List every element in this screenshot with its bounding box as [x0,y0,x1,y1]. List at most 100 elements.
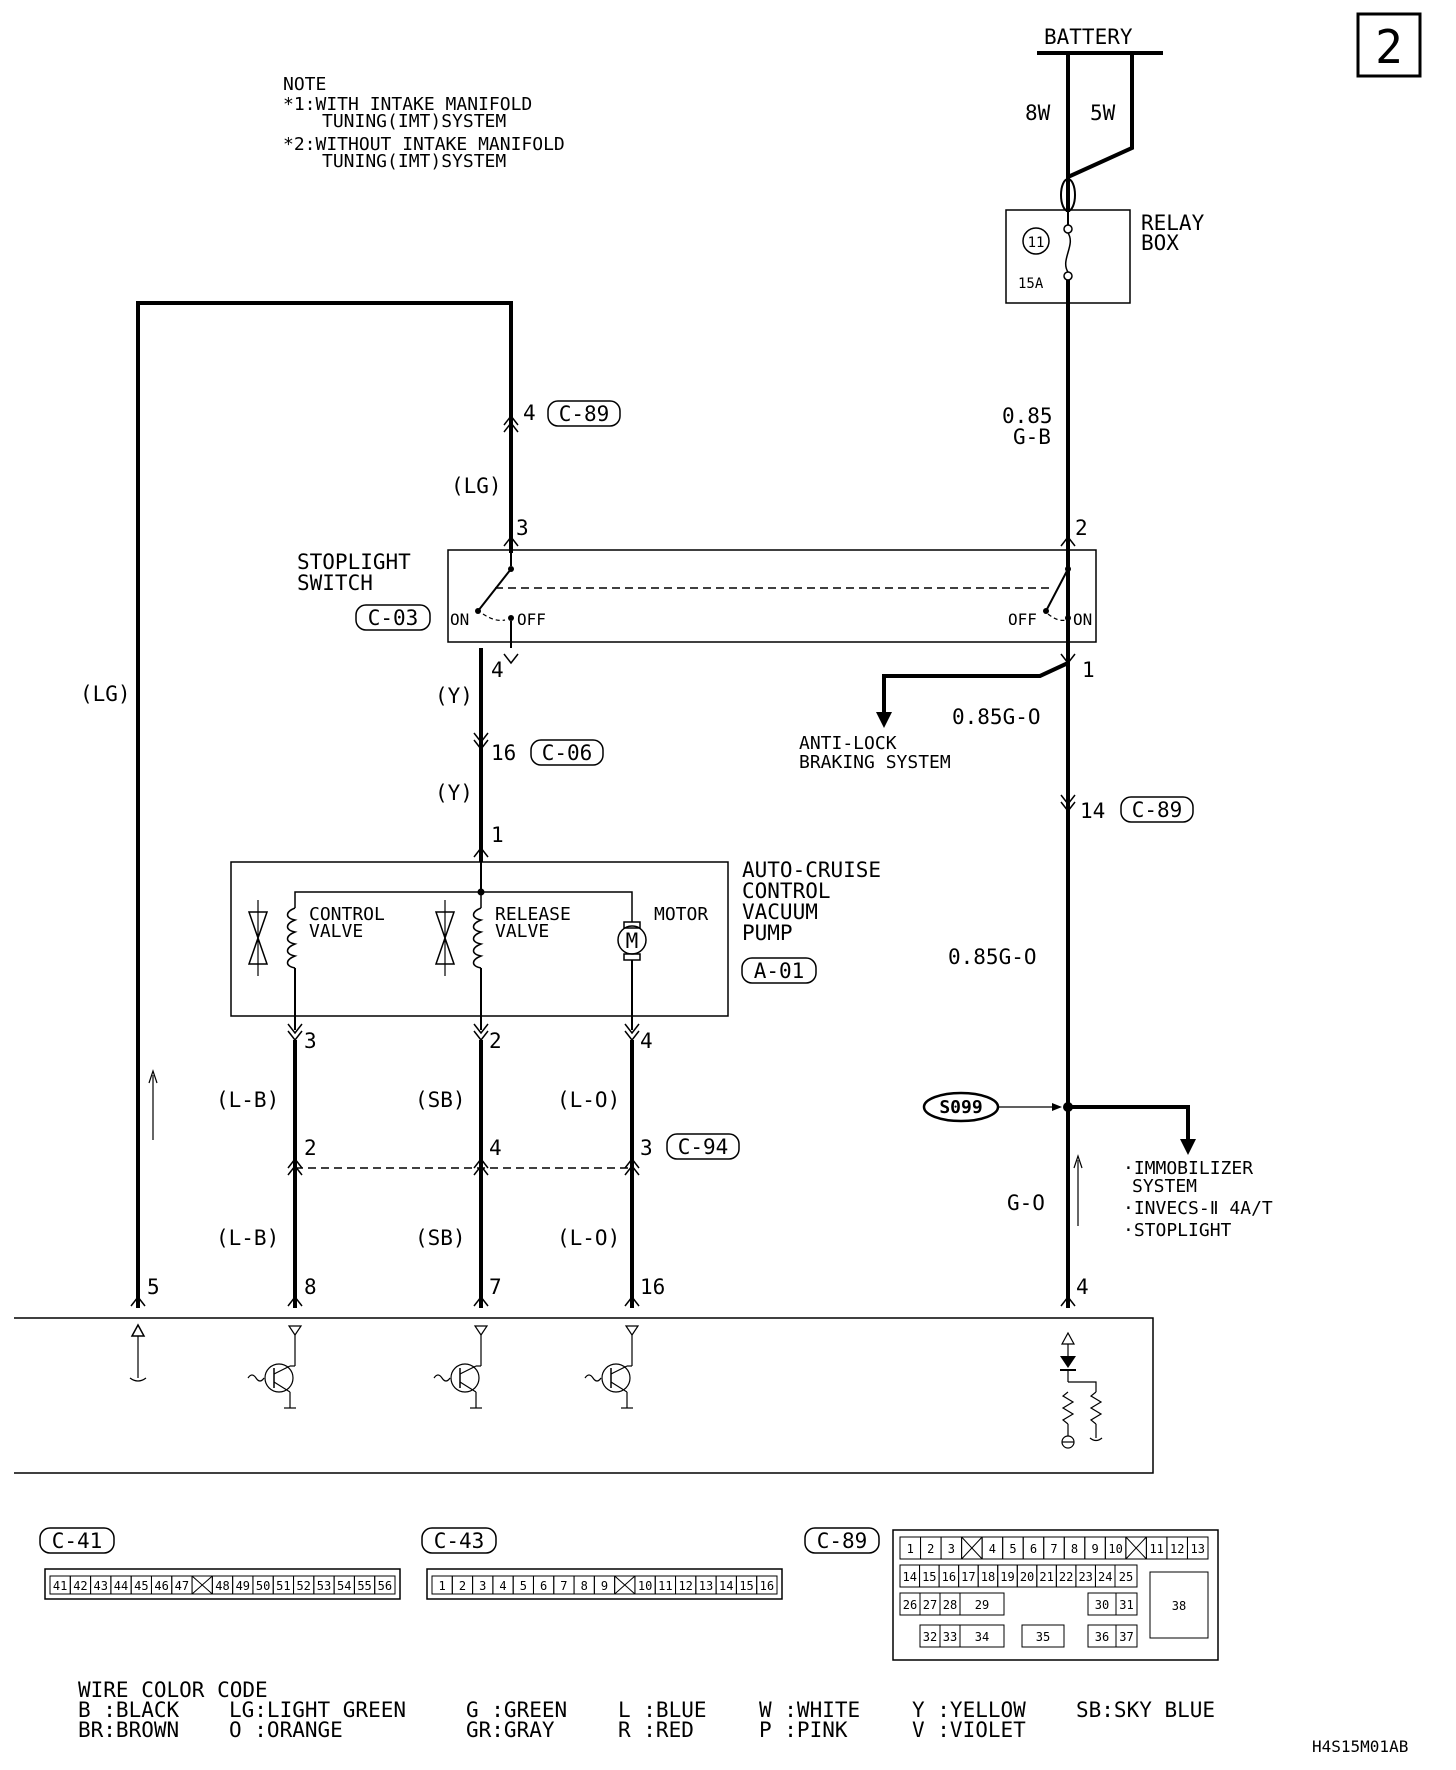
pin-number: 16 [491,741,516,765]
connector-pin-number: 5 [1009,1542,1016,1556]
connector-face-c43 [426,1568,783,1600]
note-line: *1:WITH INTAKE MANIFOLD [283,94,532,115]
connector-pin-number: 13 [1191,1542,1205,1556]
pump-label: CONTROL [742,879,831,903]
connector-pin-number: 29 [975,1598,989,1612]
release-valve-coil [472,907,484,969]
stoplight-switch-box [447,549,1097,643]
pin-number: 14 [1080,799,1105,823]
battery-label: BATTERY [1044,25,1133,49]
transistor-icon [584,1325,640,1409]
connector-pin-cell [959,1592,1005,1616]
connector-id: C-94 [678,1135,729,1159]
wire-color-code: R :RED [618,1718,694,1742]
immobilizer-label: SYSTEM [1132,1176,1197,1197]
connector-badge-c94 [666,1133,740,1160]
auto-cruise-pump-box [230,861,729,1017]
connector-id: C-89 [559,402,610,426]
connector-pin-number: 44 [114,1579,128,1593]
wire-immobilizer-branch [1068,1105,1190,1145]
relay-box-label: BOX [1141,231,1179,255]
wire-color: 0.85G-O [952,705,1041,729]
connector-pin-number: 9 [601,1579,608,1593]
fuse-number: 11 [1028,235,1045,251]
connector-pin-number: 22 [1059,1570,1073,1584]
pin-number: 7 [489,1275,502,1299]
wire-color-code: Y :YELLOW [912,1698,1026,1722]
pin-number: 2 [1075,516,1088,540]
connector-pin-cell [374,1575,396,1595]
pin-number: 3 [640,1136,653,1160]
page-number-box [1356,12,1422,78]
connector-pin-number: 38 [1172,1599,1186,1613]
wire-color-code: G :GREEN [466,1698,567,1722]
connector-id: C-89 [817,1529,868,1553]
connector-pin-number: 42 [73,1579,87,1593]
relay-box-label: RELAY [1141,211,1205,235]
wire-size-8w: 8W [1025,101,1051,125]
ecu-box [14,1317,1154,1474]
connector-badge-c41 [39,1527,115,1554]
wire-color: (L-B) [216,1088,279,1112]
wire-color: (SB) [415,1088,466,1112]
connector-badge-c89 [1120,796,1194,823]
empty-pin-mark [191,1575,213,1595]
connector-pin-number: 12 [1170,1542,1184,1556]
release-valve-label: VALVE [495,921,549,942]
pin-number: 16 [640,1275,665,1299]
connector-pin-number: 4 [989,1542,996,1556]
wire-color-code: B :BLACK [78,1698,180,1722]
diode-resistor-input-icon [1060,1331,1103,1449]
note-title: NOTE [283,74,326,95]
connector-id: C-06 [542,741,593,765]
connector-pin-cell [1149,1571,1209,1639]
wire-color-code: BR:BROWN [78,1718,179,1742]
connector-pin-number: 30 [1095,1598,1109,1612]
switch-contact-left [477,568,512,612]
figure-code: H4S15M01AB [1312,1737,1408,1756]
connector-pin-number: 28 [943,1598,957,1612]
connector-face-c41 [44,1568,401,1600]
connector-pin-number: 14 [903,1570,917,1584]
pin-number: 1 [1082,658,1095,682]
connector-pin-number: 25 [1119,1570,1133,1584]
connector-pin-number: 8 [581,1579,588,1593]
wire-color-code: GR:GRAY [466,1718,555,1742]
pin-number: 4 [491,658,504,682]
connector-pin-number: 3 [948,1542,955,1556]
connector-pin-number: 53 [317,1579,331,1593]
connector-pin-number: 11 [658,1579,672,1593]
switch-off-label: OFF [1008,610,1037,629]
wire-color: (SB) [415,1226,466,1250]
connector-pin-number: 12 [678,1579,692,1593]
wire-color: (Y) [435,684,473,708]
connector-pin-number: 21 [1039,1570,1053,1584]
connector-badge-c43 [421,1527,497,1554]
connector-pin-number: 13 [699,1579,713,1593]
wire-color: (L-O) [557,1088,620,1112]
fuse-number-circle [1022,227,1050,255]
pin-number: 4 [640,1029,653,1053]
connector-badge-c06 [530,739,604,766]
connector-pin-number: 18 [981,1570,995,1584]
battery-wires [1066,53,1134,181]
switch-on-label: ON [450,610,469,629]
abs-label: BRAKING SYSTEM [799,752,951,773]
wire-lg-loop [136,301,513,1308]
connector-pin-number: 16 [942,1570,956,1584]
connector-id: C-41 [52,1529,103,1553]
wire-color-code: P :PINK [759,1718,848,1742]
connector-pin-number: 1 [439,1579,446,1593]
wire-abs-branch [882,661,1069,718]
connector-pin-number: 26 [903,1598,917,1612]
wire-color-code: V :VIOLET [912,1718,1026,1742]
connector-pin-number: 23 [1078,1570,1092,1584]
switch-off-label: OFF [517,610,546,629]
connector-pin-number: 20 [1020,1570,1034,1584]
connector-pin-number: 45 [134,1579,148,1593]
pump-label: VACUUM [742,900,818,924]
connector-pin-number: 52 [296,1579,310,1593]
